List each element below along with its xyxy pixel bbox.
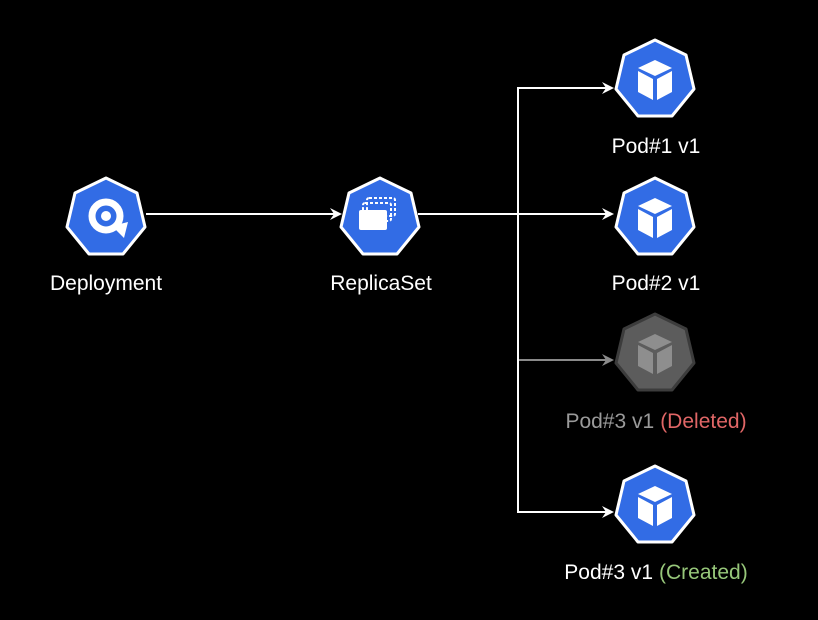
trunk-to-pod3-created-arrow — [517, 214, 614, 518]
pod-icon — [614, 176, 696, 256]
pod1-node[interactable] — [614, 38, 696, 118]
pod3-deleted-label: Pod#3 v1(Deleted) — [565, 410, 746, 434]
created-status-tag: (Created) — [659, 561, 748, 584]
pod1-label: Pod#1 v1 — [611, 135, 701, 158]
replicaset-label: ReplicaSet — [330, 272, 432, 295]
deployment-icon — [65, 176, 147, 256]
replicaset-node[interactable] — [339, 176, 421, 256]
trunk-to-pod1-arrow — [517, 82, 614, 214]
deleted-status-tag: (Deleted) — [660, 410, 747, 433]
deployment-node[interactable] — [65, 176, 147, 256]
pod-icon — [614, 38, 696, 118]
pod3-created-name: Pod#3 v1 — [564, 561, 654, 584]
pod-icon — [614, 464, 696, 544]
pod3-created-node[interactable] — [614, 464, 696, 544]
pod2-label: Pod#2 v1 — [611, 272, 701, 295]
replicaset-icon — [339, 176, 421, 256]
pod-icon — [614, 312, 696, 392]
pod3-deleted-node[interactable] — [614, 312, 696, 392]
deployment-label: Deployment — [49, 272, 163, 295]
pod3-created-label: Pod#3 v1(Created) — [564, 561, 747, 585]
pod3-deleted-name: Pod#3 v1 — [565, 410, 655, 433]
pod2-node[interactable] — [614, 176, 696, 256]
